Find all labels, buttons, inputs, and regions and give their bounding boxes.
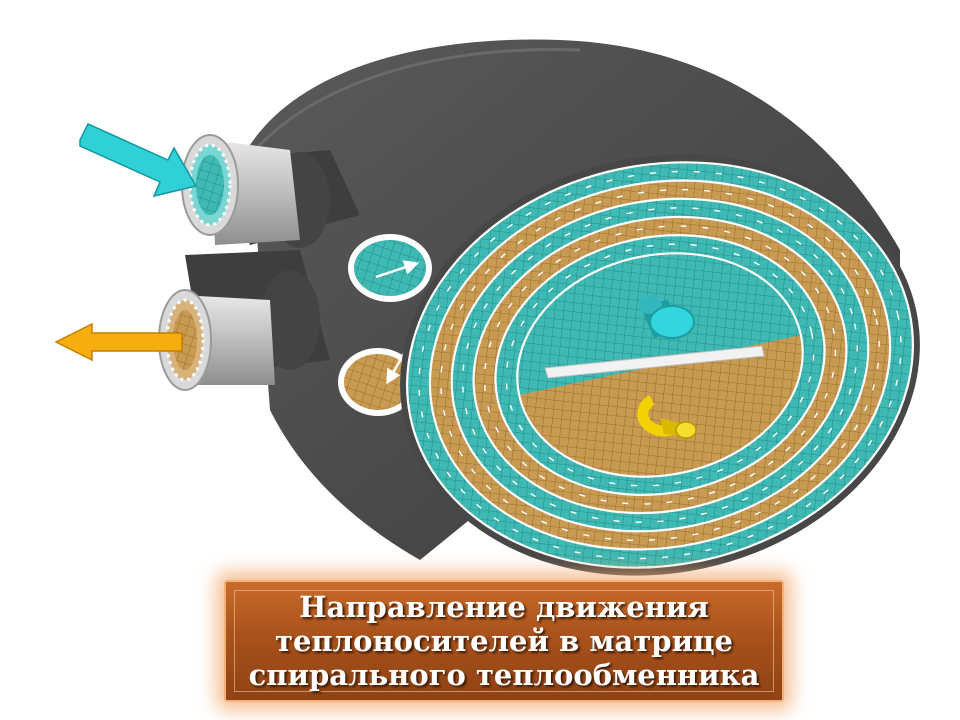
cold-side-port <box>348 234 432 302</box>
divider-plate <box>544 345 765 379</box>
caption-line-2: теплоносителей в матрице <box>275 624 733 658</box>
hot-side-port <box>338 348 418 416</box>
inlet-pipe <box>181 134 360 248</box>
caption-line-1: Направление движения <box>299 590 709 624</box>
caption-frame <box>234 590 774 692</box>
hot-center-nozzle <box>637 395 697 439</box>
cold-inlet-arrow-icon <box>79 123 198 198</box>
hot-outlet-arrow-icon <box>54 322 183 362</box>
outlet-pipe <box>158 250 330 391</box>
caption-box: Направление движения теплоносителей в ма… <box>224 580 784 702</box>
spiral-face <box>400 154 920 576</box>
caption-line-3: спирального теплообменника <box>248 658 760 692</box>
cold-center-nozzle <box>638 296 695 339</box>
